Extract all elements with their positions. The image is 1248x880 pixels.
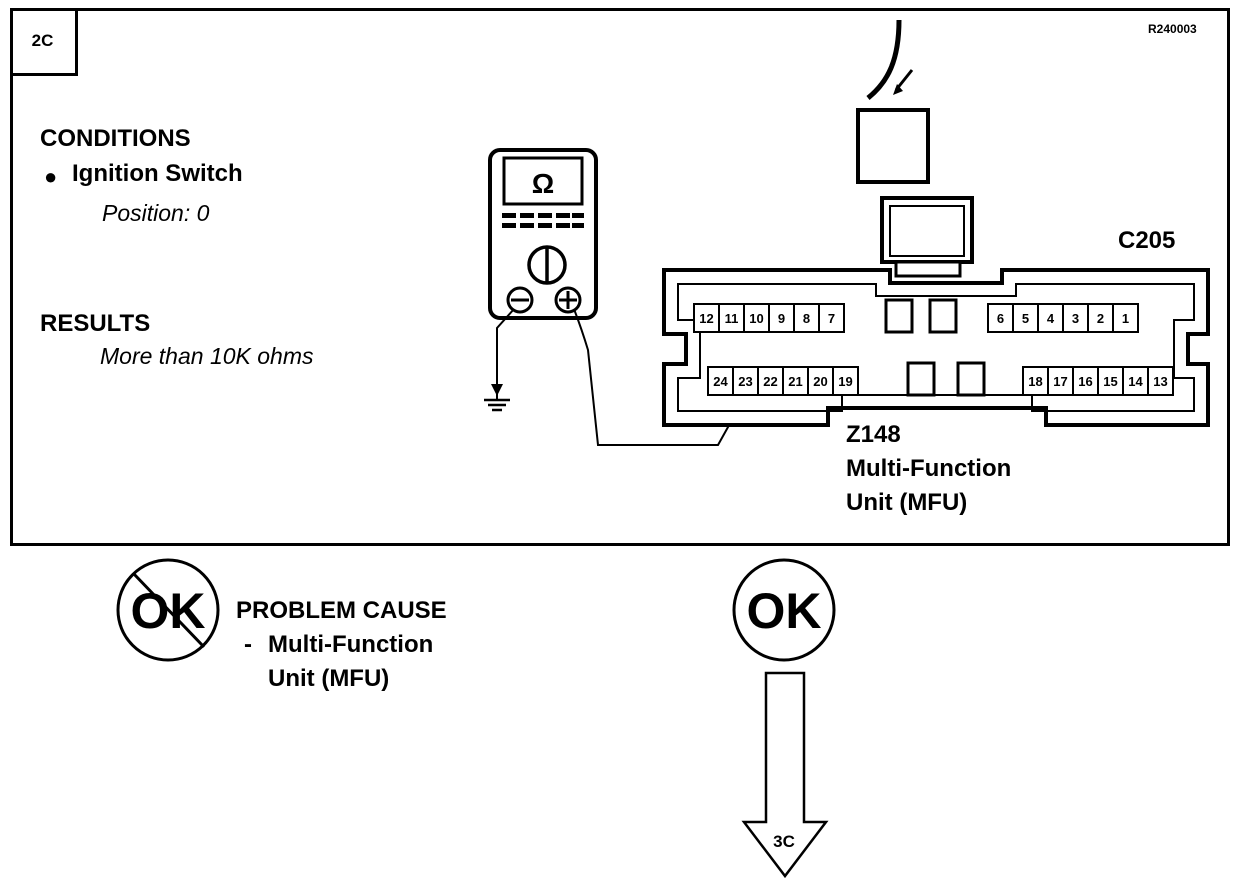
pin-number: 5 (1022, 311, 1029, 326)
pin-number: 4 (1047, 311, 1055, 326)
component-name-line2: Unit (MFU) (846, 489, 967, 516)
pin-number: 6 (997, 311, 1004, 326)
pin-number: 19 (838, 374, 852, 389)
pin-number: 12 (699, 311, 713, 326)
pin-number: 11 (725, 311, 739, 326)
not-ok-badge: OK (116, 558, 220, 662)
pin-cell (1022, 366, 1049, 396)
conditions-item: Ignition Switch (72, 160, 243, 187)
pin-number: 8 (803, 311, 810, 326)
conditions-detail: Position: 0 (102, 200, 210, 226)
pin-number: 21 (788, 374, 802, 389)
step-label: 2C (10, 8, 78, 76)
pin-number: 9 (778, 311, 785, 326)
pin-cell (757, 366, 784, 396)
pin-cell (1147, 366, 1174, 396)
figure-ref: R240003 (1148, 22, 1197, 36)
pin-number: 13 (1153, 374, 1167, 389)
problem-cause-line2: Unit (MFU) (268, 665, 389, 692)
pin-number: 24 (713, 374, 728, 389)
results-heading: RESULTS (40, 310, 151, 337)
pin-cell (1112, 303, 1139, 333)
ok-badge: OK (732, 558, 836, 662)
ground-lead (484, 308, 515, 412)
pin-number: 20 (813, 374, 827, 389)
pin-cell (1072, 366, 1099, 396)
pin-number: 23 (738, 374, 752, 389)
step-frame (10, 8, 1230, 546)
ohm-icon: Ω (532, 168, 554, 199)
bullet-icon: ● (44, 164, 58, 189)
pin-cell (793, 303, 820, 333)
pin-number: 22 (763, 374, 777, 389)
svg-text:OK: OK (747, 583, 822, 639)
pin-number: 16 (1078, 374, 1092, 389)
pin-cell (1087, 303, 1114, 333)
pin-cell (987, 303, 1014, 333)
harness-plug (856, 19, 974, 278)
strike-icon (131, 571, 206, 649)
pin-cell (807, 366, 834, 396)
pin-number: 15 (1103, 374, 1117, 389)
component-code: Z148 (846, 421, 901, 448)
pin-cell (818, 303, 845, 333)
problem-cause-line1: Multi-Function (268, 631, 433, 658)
pin-number: 2 (1097, 311, 1104, 326)
pin-number: 17 (1053, 374, 1067, 389)
pin-number: 14 (1128, 374, 1143, 389)
conditions-heading: CONDITIONS (40, 125, 191, 152)
pin-number: 3 (1072, 311, 1079, 326)
pin-row-top-right: 6 5 4 3 2 1 (987, 303, 1139, 333)
connector-id: C205 (1118, 227, 1175, 254)
pin-number: 10 (749, 311, 763, 326)
pin-row-bottom-left: 24 23 22 21 20 19 (707, 366, 859, 396)
pin-row-top-left: 12 11 10 9 8 7 (693, 303, 845, 333)
connector-c205 (662, 268, 1210, 427)
pin-number: 7 (828, 311, 835, 326)
component-name-line1: Multi-Function (846, 455, 1011, 482)
pin-cell (1062, 303, 1089, 333)
pin-number: 18 (1028, 374, 1042, 389)
next-step-label: 3C (773, 832, 795, 851)
problem-cause-heading: PROBLEM CAUSE (236, 597, 447, 624)
results-value: More than 10K ohms (100, 343, 314, 369)
dash-icon: - (244, 631, 252, 658)
pin-cell (832, 366, 859, 396)
multimeter: Ω (488, 148, 598, 320)
probe-lead (573, 308, 748, 446)
down-arrow-icon (741, 671, 829, 879)
pin-number: 1 (1122, 311, 1129, 326)
pin-row-bottom-right: 18 17 16 15 14 13 (1022, 366, 1174, 396)
